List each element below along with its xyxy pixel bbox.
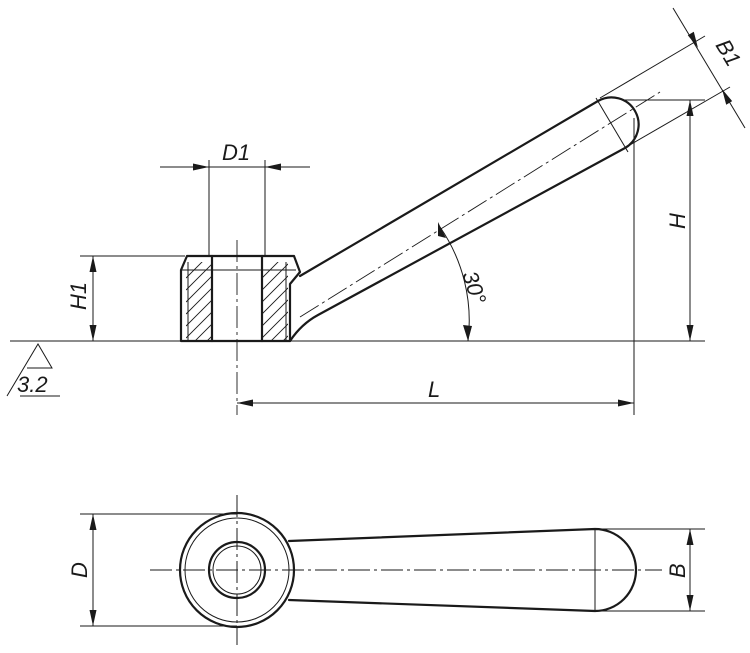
b1-arrow-top: [687, 31, 698, 48]
b-arrow-bottom: [686, 595, 694, 611]
h-label: H: [665, 213, 690, 229]
lever-end-line: [595, 97, 629, 153]
angle-arrow-bottom: [463, 325, 472, 341]
d1-arrow-left: [193, 163, 209, 171]
l-label: L: [428, 377, 440, 402]
h-arrow-bottom: [686, 325, 694, 341]
section-hatching-right: [262, 262, 288, 340]
b1-label: B1: [711, 35, 746, 71]
l-arrow-right: [618, 399, 634, 407]
d1-arrow-right: [265, 163, 281, 171]
top-view: D B: [67, 495, 705, 645]
b1-ext-upper: [599, 35, 706, 99]
d-label: D: [67, 562, 92, 578]
b1-arrow-bottom: [722, 89, 733, 105]
l-arrow-left: [237, 399, 253, 407]
h-arrow-top: [686, 100, 694, 116]
side-view: 30° D1 H1 H L B1: [6, 7, 746, 415]
roughness-symbol: 3.2: [6, 343, 60, 397]
h1-arrow-top: [89, 256, 97, 272]
angle-arrow-top: [438, 222, 446, 238]
b1-dim-line: [672, 7, 746, 129]
section-hatching-left: [186, 262, 212, 340]
h1-arrow-bottom: [89, 325, 97, 341]
roughness-label: 3.2: [17, 372, 48, 397]
b1-ext-lower: [627, 86, 731, 147]
top-lever-outline: [287, 527, 638, 613]
b-arrow-top: [686, 529, 694, 545]
lever-axis-line: [299, 91, 661, 318]
d1-label: D1: [222, 140, 250, 165]
hub-outline: [179, 254, 302, 343]
d-arrow-top: [89, 514, 97, 530]
b-label: B: [665, 563, 690, 578]
lever-arm-outline: [288, 96, 640, 343]
d-arrow-bottom: [89, 610, 97, 626]
h1-label: H1: [66, 282, 91, 310]
angle-label: 30°: [457, 268, 491, 308]
